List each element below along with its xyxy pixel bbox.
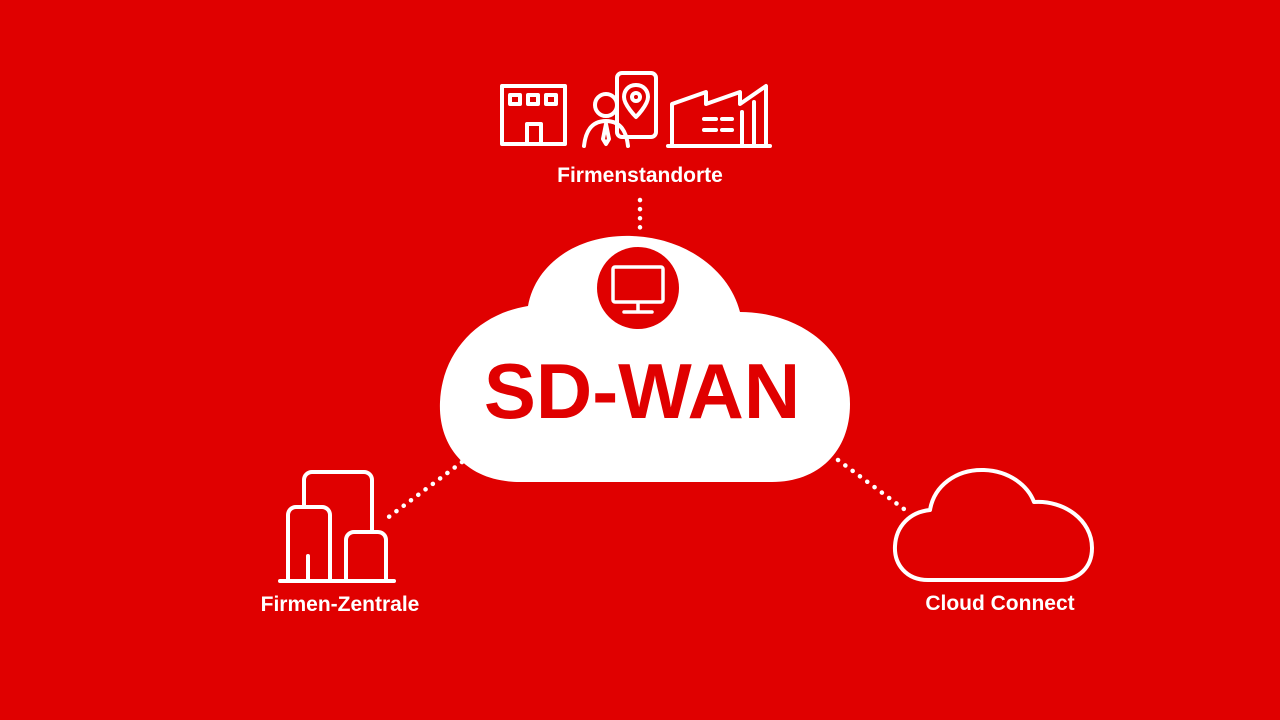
monitor-badge [597,247,679,329]
firmenstandorte-label: Firmenstandorte [557,164,723,187]
top-icons [500,71,772,148]
factory-icon [666,84,772,148]
office-building-icon [500,84,567,146]
connectors [379,197,911,525]
person-location-icon [582,71,658,148]
headquarters-buildings-icon [278,470,396,583]
monitor-icon [611,265,665,314]
connector-right [835,457,911,515]
center-cloud-shape [439,235,850,482]
center-title: SD-WAN [484,347,800,435]
sd-wan-cloud: SD-WAN [439,235,850,482]
cloud-outline-icon [892,467,1094,582]
connector-left [379,459,465,525]
firmen-zentrale-label: Firmen-Zentrale [260,593,420,616]
cloud-connect-label: Cloud Connect [925,592,1075,615]
